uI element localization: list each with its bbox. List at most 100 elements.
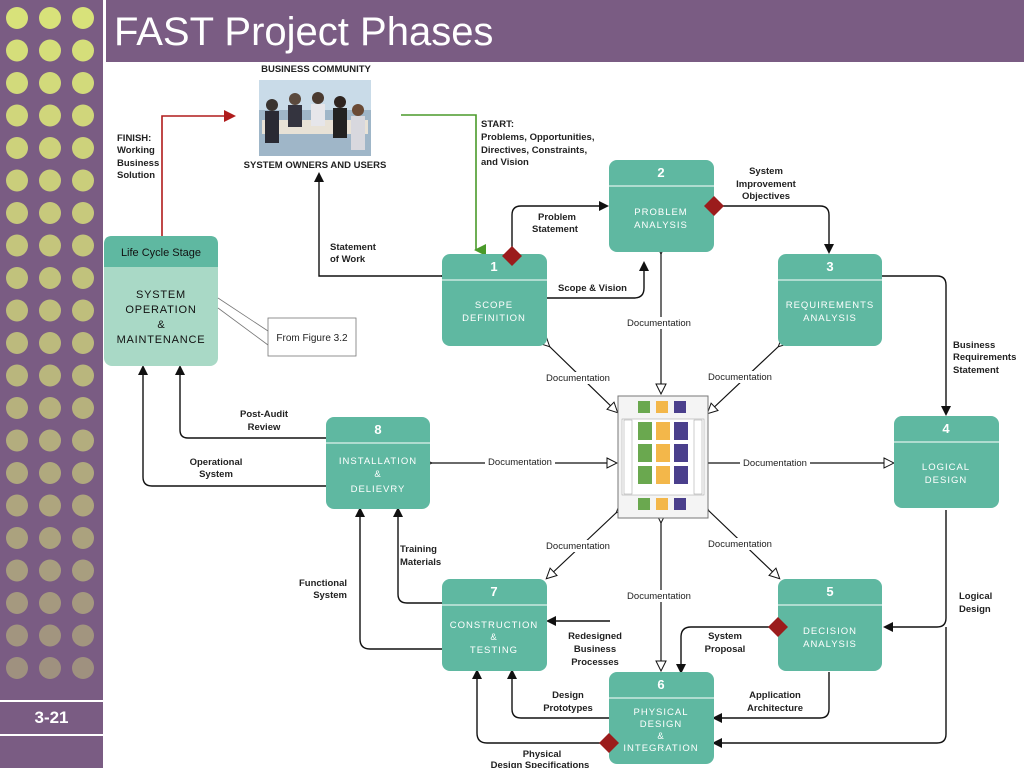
decor-dot	[39, 364, 61, 387]
documentation-labels: Documentation Documentation Documentatio…	[485, 317, 810, 602]
decor-dot	[72, 39, 94, 62]
phase-box-8: 8 INSTALLATION & DELIEVRY	[326, 417, 430, 509]
decor-dot	[6, 397, 28, 419]
svg-text:Processes: Processes	[571, 657, 619, 668]
decor-dot	[72, 462, 94, 484]
svg-text:Business: Business	[953, 340, 995, 351]
svg-text:Prototypes: Prototypes	[543, 703, 593, 714]
community-heading: BUSINESS COMMUNITY	[261, 64, 371, 75]
svg-text:Operational: Operational	[190, 457, 243, 468]
title-bar	[106, 0, 1024, 62]
decor-dot	[72, 364, 94, 387]
decor-dot	[6, 494, 28, 517]
decision-diamond-6	[599, 733, 619, 753]
svg-text:Statement: Statement	[953, 365, 1000, 376]
svg-text:Statement: Statement	[532, 224, 579, 235]
decor-dot	[6, 364, 28, 387]
decor-dot	[6, 39, 28, 62]
decor-dot	[72, 104, 94, 127]
decision-diamond-1	[502, 246, 522, 266]
dot-pattern	[6, 7, 94, 679]
arrow-business-req	[882, 275, 951, 416]
decor-dot	[39, 169, 61, 192]
decor-dot	[6, 104, 28, 127]
phase-box-5: 5 DECISION ANALYSIS	[778, 579, 882, 671]
decor-dot	[6, 462, 28, 484]
arrow-statement-of-work	[314, 172, 450, 281]
information-system-graphic	[617, 395, 709, 519]
decor-dot	[39, 267, 61, 289]
decor-dot	[6, 169, 28, 192]
svg-text:MAINTENANCE: MAINTENANCE	[117, 334, 206, 346]
finish-label: FINISH: Working Business Solution	[117, 133, 159, 181]
lifecycle-box: Life Cycle Stage SYSTEM OPERATION & MAIN…	[104, 236, 218, 366]
arrow-scope-vision	[547, 261, 649, 299]
phase-box-6: 6 PHYSICAL DESIGN & INTEGRATION	[609, 672, 714, 764]
svg-text:ANALYSIS: ANALYSIS	[803, 313, 857, 324]
svg-text:&: &	[157, 319, 165, 331]
svg-text:8: 8	[374, 422, 381, 437]
decor-dot	[39, 299, 61, 322]
svg-text:Scope & Vision: Scope & Vision	[558, 283, 627, 294]
svg-text:7: 7	[490, 584, 497, 599]
svg-text:Improvement: Improvement	[736, 179, 796, 190]
decision-diamond-2	[704, 196, 724, 216]
decor-dot	[39, 494, 61, 517]
decor-dot	[72, 72, 94, 94]
arrow-training	[393, 507, 442, 604]
svg-text:System: System	[199, 469, 233, 480]
svg-text:Objectives: Objectives	[742, 191, 790, 202]
svg-text:Documentation: Documentation	[627, 318, 691, 329]
svg-text:PHYSICAL: PHYSICAL	[634, 707, 689, 718]
arrow-design-prototypes	[507, 669, 610, 719]
svg-text:Problems, Opportunities,: Problems, Opportunities,	[481, 132, 595, 143]
decor-dot	[6, 657, 28, 679]
svg-text:2: 2	[657, 165, 664, 180]
svg-text:Application: Application	[749, 690, 801, 701]
svg-text:Design: Design	[552, 690, 584, 701]
svg-text:5: 5	[826, 584, 833, 599]
decor-dot	[72, 527, 94, 549]
svg-text:and Vision: and Vision	[481, 157, 529, 168]
arrow-physical-specs	[472, 669, 610, 744]
decor-dot	[72, 657, 94, 679]
arrow-operational	[138, 365, 326, 487]
svg-text:Review: Review	[248, 422, 281, 433]
decor-dot	[39, 624, 61, 647]
decor-dot	[39, 397, 61, 419]
decor-dot	[72, 7, 94, 29]
svg-text:START:: START:	[481, 119, 514, 130]
decor-dot	[6, 429, 28, 452]
svg-text:PROBLEM: PROBLEM	[634, 207, 687, 218]
decor-dot	[6, 624, 28, 647]
decor-dot	[39, 202, 61, 224]
decor-dot	[39, 332, 61, 354]
decor-dot	[6, 527, 28, 549]
svg-text:ANALYSIS: ANALYSIS	[634, 220, 688, 231]
svg-text:&: &	[374, 469, 381, 480]
svg-text:Documentation: Documentation	[708, 372, 772, 383]
svg-text:INSTALLATION: INSTALLATION	[339, 456, 417, 467]
phase-box-2: 2 PROBLEM ANALYSIS	[609, 160, 714, 252]
decor-dot	[39, 72, 61, 94]
svg-text:Physical: Physical	[523, 749, 562, 760]
decor-dot	[72, 234, 94, 257]
svg-text:SCOPE: SCOPE	[475, 300, 513, 311]
svg-text:OPERATION: OPERATION	[125, 304, 196, 316]
svg-text:Business: Business	[574, 644, 616, 655]
svg-text:LOGICAL: LOGICAL	[922, 462, 970, 473]
arrow-problem-statement	[511, 201, 609, 254]
community-caption: SYSTEM OWNERS AND USERS	[244, 160, 387, 171]
decor-dot	[39, 137, 61, 159]
arrow-logical-design-6	[712, 627, 947, 748]
decor-dot	[6, 592, 28, 614]
arrow-post-audit	[175, 365, 326, 439]
decor-dot	[39, 559, 61, 582]
svg-text:Proposal: Proposal	[705, 644, 746, 655]
decor-dot	[72, 169, 94, 192]
decor-dot	[6, 234, 28, 257]
flow-labels: Statement of Work Problem Statement Scop…	[190, 166, 1017, 768]
svg-text:TESTING: TESTING	[470, 645, 518, 656]
svg-text:3: 3	[826, 259, 833, 274]
